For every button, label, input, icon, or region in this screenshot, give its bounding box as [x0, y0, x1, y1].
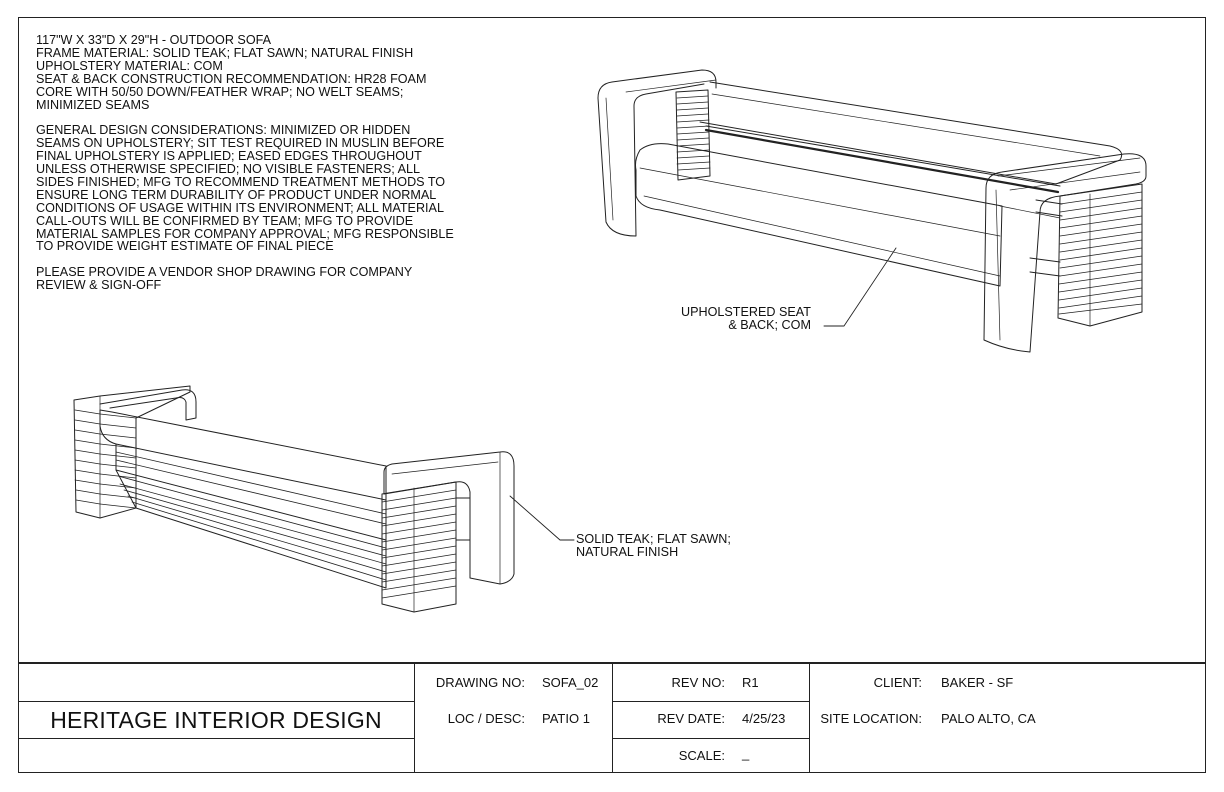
title-block-divider	[414, 662, 415, 773]
design-considerations: GENERAL DESIGN CONSIDERATIONS: MINIMIZED…	[36, 124, 506, 253]
scale-value: _	[742, 746, 750, 761]
note-line: GENERAL DESIGN CONSIDERATIONS: MINIMIZED…	[36, 123, 411, 138]
right-slat-block	[1057, 183, 1143, 327]
note-line: FRAME MATERIAL: SOLID TEAK; FLAT SAWN; N…	[36, 45, 414, 60]
backrest-cushion	[699, 81, 1123, 194]
general-notes: 117"W x 33"D x 29"H - OUTDOOR SOFA FRAME…	[36, 34, 506, 305]
rear-left-arm-top	[99, 389, 197, 421]
left-arm-panel	[597, 69, 717, 237]
seat-leader-line	[823, 247, 897, 327]
note-line: UNLESS OTHERWISE SPECIFIED; NO VISIBLE F…	[36, 162, 420, 177]
note-line: TO PROVIDE WEIGHT ESTIMATE OF FINAL PIEC…	[36, 239, 334, 254]
note-line: CALL-OUTS WILL BE CONFIRMED BY TEAM; MFG…	[36, 213, 414, 228]
callout-line: NATURAL FINISH	[576, 545, 679, 559]
spec-notes: 117"W x 33"D x 29"H - OUTDOOR SOFA FRAME…	[36, 34, 506, 111]
note-line: SEAMS ON UPHOLSTERY; SIT TEST REQUIRED I…	[36, 136, 445, 151]
title-block-rule	[18, 738, 414, 739]
sofa-front-view	[597, 69, 1147, 353]
note-line: CORE WITH 50/50 DOWN/FEATHER WRAP; NO WE…	[36, 84, 404, 99]
title-block-divider	[612, 662, 613, 773]
note-line: ENSURE LONG TERM DURABILITY OF PRODUCT U…	[36, 187, 437, 202]
rev-date-value: 4/25/23	[742, 711, 786, 726]
callout-line: SOLID TEAK; FLAT SAWN;	[576, 532, 731, 546]
title-block-divider	[809, 662, 810, 773]
client-label: CLIENT:	[873, 675, 922, 690]
note-line: MINIMIZED SEAMS	[36, 97, 150, 112]
callout-solid-teak: SOLID TEAK; FLAT SAWN; NATURAL FINISH	[576, 533, 731, 559]
callout-upholstered-seat: UPHOLSTERED SEAT & BACK; COM	[681, 306, 811, 332]
teak-leader-line	[509, 495, 575, 541]
note-line: FINAL UPHOLSTERY IS APPLIED; EASED EDGES…	[36, 149, 422, 164]
note-line: 117"W x 33"D x 29"H - OUTDOOR SOFA	[36, 33, 272, 47]
site-location-label: SITE LOCATION:	[820, 711, 922, 726]
note-line: REVIEW & SIGN-OFF	[36, 278, 162, 293]
rev-no-label: REV NO:	[671, 675, 725, 690]
loc-desc-value: PATIO 1	[542, 711, 590, 726]
rear-right-slat-block	[381, 481, 457, 613]
note-line: UPHOLSTERY MATERIAL: COM	[36, 58, 223, 73]
note-line: MATERIAL SAMPLES FOR COMPANY APPROVAL; M…	[36, 226, 454, 241]
title-block-rule	[612, 701, 809, 702]
note-line: PLEASE PROVIDE A VENDOR SHOP DRAWING FOR…	[36, 265, 413, 280]
title-block-rule	[18, 701, 414, 702]
scale-label: SCALE:	[678, 748, 725, 763]
firm-name: HERITAGE INTERIOR DESIGN	[50, 707, 382, 733]
lower-rails	[1029, 199, 1063, 277]
note-line: SIDES FINISHED; MFG TO RECOMMEND TREATME…	[36, 174, 446, 189]
rev-date-label: REV DATE:	[657, 711, 725, 726]
title-block-rule	[612, 738, 809, 739]
callout-line: & BACK; COM	[728, 318, 811, 332]
drawing-no-value: SOFA_02	[542, 675, 599, 690]
loc-desc-label: LOC / DESC:	[447, 711, 525, 726]
rear-back-panel	[99, 409, 387, 589]
sofa-rear-view	[73, 385, 575, 613]
drawing-no-label: DRAWING NO:	[435, 675, 525, 690]
seat-cushion	[635, 143, 1061, 287]
shop-drawing-request: PLEASE PROVIDE A VENDOR SHOP DRAWING FOR…	[36, 266, 506, 292]
callout-line: UPHOLSTERED SEAT	[681, 305, 811, 319]
client-value: BAKER - SF	[941, 675, 1014, 690]
rear-right-arm	[383, 451, 515, 585]
site-location-value: PALO ALTO, CA	[941, 711, 1036, 726]
sofa-line-drawings	[73, 69, 1147, 613]
left-slat-block	[675, 89, 711, 181]
rev-no-value: R1	[742, 675, 759, 690]
note-line: SEAT & BACK CONSTRUCTION RECOMMENDATION:…	[36, 71, 427, 86]
note-line: CONDITIONS OF USAGE WITHIN ITS ENVIRONME…	[36, 200, 444, 215]
right-arm-panel	[983, 153, 1147, 353]
